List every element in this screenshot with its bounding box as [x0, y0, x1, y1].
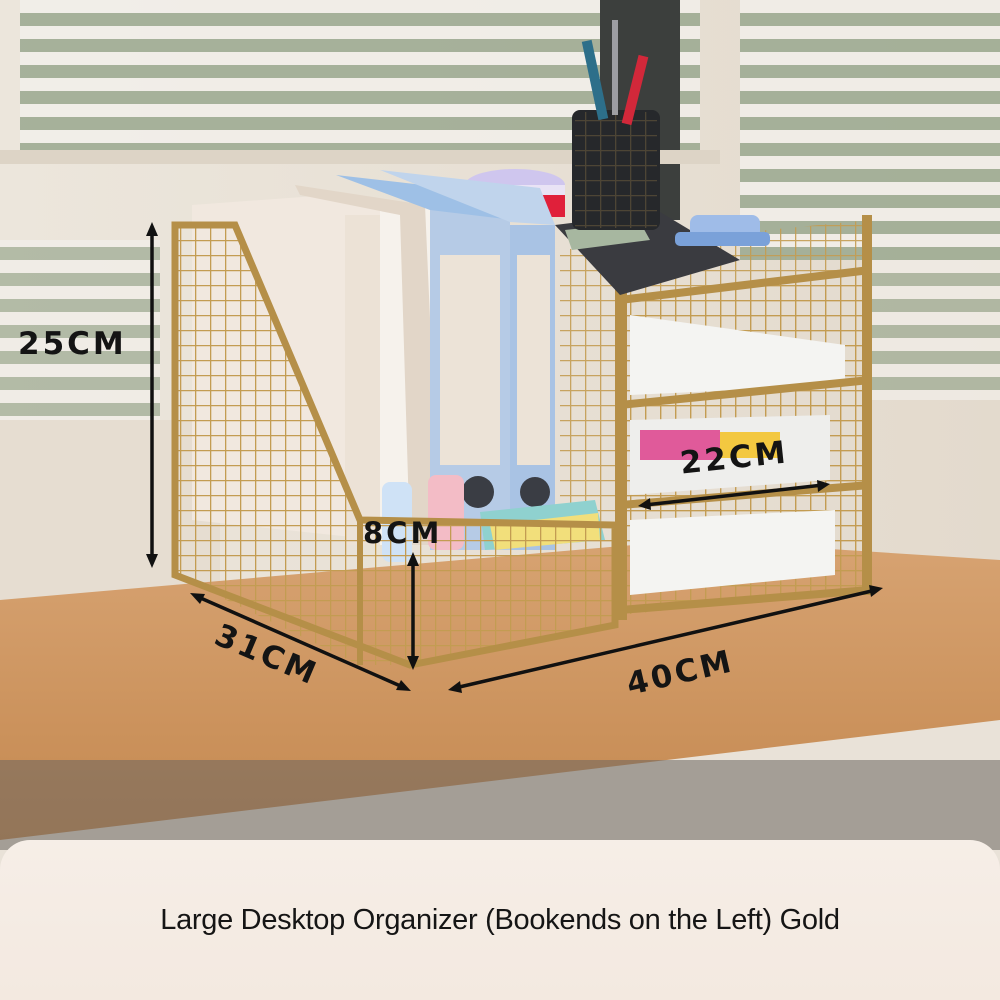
product-caption: Large Desktop Organizer (Bookends on the… [160, 904, 840, 936]
paper-stack-3 [630, 510, 835, 595]
front-basket [360, 520, 615, 665]
caption-band [0, 840, 1000, 1000]
paper-stack-1 [630, 315, 845, 395]
magazine-holder-side [175, 225, 360, 665]
dimension-label-height: 25CM [18, 326, 127, 362]
dimension-label-inner-height: 8CM [363, 516, 443, 550]
dimension-arrows [146, 222, 883, 693]
